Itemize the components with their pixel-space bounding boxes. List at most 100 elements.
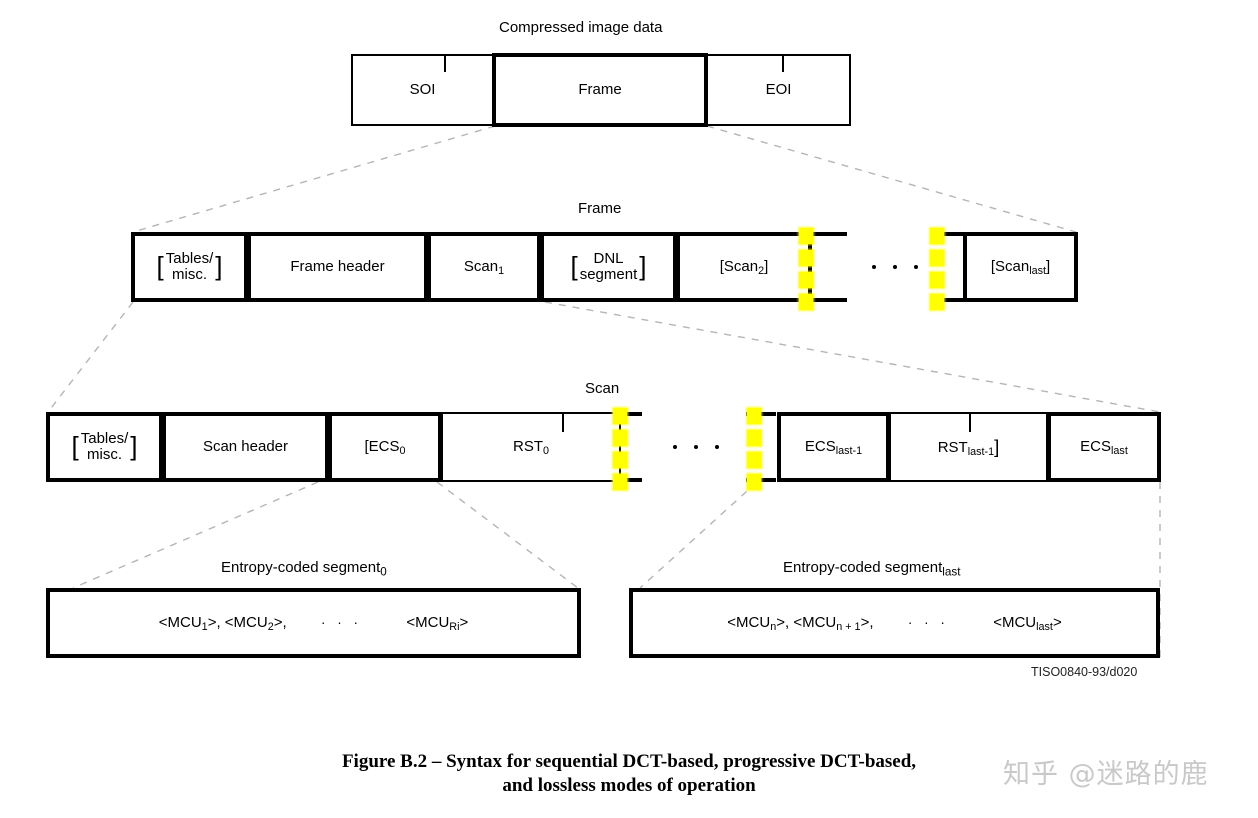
cell-frame-scan-2-sub: 2 (758, 265, 765, 278)
cell-frame[interactable]: Frame (492, 53, 708, 127)
entropy-coded-segment-last-box[interactable]: <MCUn>, <MCUn + 1>, · · · <MCUlast> (629, 588, 1160, 658)
level-title-scan: Scan (585, 380, 620, 397)
cell-scan-tables-misc-label: [ Tables/ misc. ] (72, 431, 138, 462)
close-bracket: ] (639, 251, 647, 282)
figure-caption: Figure B.2 – Syntax for sequential DCT-b… (0, 750, 1258, 799)
cell-frame-tables-misc-line2: misc. (172, 266, 207, 283)
cell-scan-rst-0-sub: 0 (542, 445, 549, 458)
cell-frame-scan-last-sub: last (1029, 265, 1046, 278)
cell-frame-tables-misc-label: [ Tables/ misc. ] (157, 251, 223, 282)
cell-scan-rst-last-1-sub: last-1 (967, 446, 995, 459)
segment-0-title: Entropy-coded segment (221, 559, 381, 576)
segment-last-title-sub: last (942, 565, 961, 579)
cell-frame-tables-misc[interactable]: [ Tables/ misc. ] (131, 232, 248, 302)
mcu-part-1-3: <MCU (993, 614, 1037, 632)
cell-scan-ecs-last[interactable]: ECSlast (1047, 412, 1161, 482)
cell-scan-rst-last-1[interactable]: RSTlast-1] (889, 412, 1048, 482)
segment-0-title-sub: 0 (380, 565, 387, 579)
mcu-part-0-0-sub: 1 (201, 621, 208, 634)
tick-soi (444, 56, 446, 72)
cell-scan-rst-0-label: RST (512, 438, 543, 456)
cell-scan-ecs-last-1-label: ECS (804, 438, 836, 456)
cell-scan-ecs-last-sub: last (1111, 445, 1128, 458)
cell-frame-label: Frame (578, 81, 622, 99)
mcu-part-1-1: <MCU (793, 614, 837, 632)
open-bracket: [ (570, 251, 578, 282)
entropy-coded-segment-last-content: <MCUn>, <MCUn + 1>, · · · <MCUlast> (727, 614, 1062, 634)
level-title-frame: Frame (578, 200, 622, 217)
cell-scan-tables-misc[interactable]: [ Tables/ misc. ] (46, 412, 163, 482)
mcu-part-1-0-sub: n (770, 621, 777, 634)
cell-scan-ecs-0[interactable]: [ECS0 (328, 412, 442, 482)
zhihu-watermark: 知乎 @迷路的鹿 (1003, 759, 1209, 790)
cell-scan-ecs-0-sub: 0 (399, 445, 406, 458)
segment-last-title: Entropy-coded segment (783, 559, 943, 576)
cell-scan-rst-last-1-suffix: ] (994, 436, 1000, 458)
cell-frame-dnl-segment[interactable]: [ DNL segment ] (540, 232, 677, 302)
mcu-part-1-0: <MCU (727, 614, 771, 632)
mcu-part-1-0-suffix: >, (776, 614, 794, 632)
scan-bar: [ Tables/ misc. ] Scan header [ECS0 RST0 (46, 412, 1161, 482)
cell-frame-header[interactable]: Frame header (247, 232, 428, 302)
mcu-part-1-3-suffix: > (1052, 614, 1062, 632)
cell-scan-ecs-last-1[interactable]: ECSlast-1 (777, 412, 890, 482)
mcu-ellipsis-last: · · · (907, 615, 949, 631)
cell-frame-scan-last-suffix: ] (1046, 258, 1051, 276)
compressed-image-data-bar: SOI Frame EOI (351, 53, 851, 127)
tick-eoi (782, 56, 784, 72)
cell-frame-scan-1-label: Scan (463, 258, 499, 276)
entropy-coded-segment-0-box[interactable]: <MCU1>, <MCU2>, · · · <MCURi> (46, 588, 581, 658)
tick-rst-last-1 (969, 414, 971, 432)
figure-id-code: TISO0840-93/d020 (1031, 665, 1138, 679)
segment-last-title-group: Entropy-coded segmentlast (783, 559, 961, 579)
mcu-part-0-3-sub: Ri (449, 621, 460, 634)
cell-scan-ecs-last-1-sub: last-1 (835, 445, 863, 458)
cell-frame-scan-2-suffix: ] (764, 258, 769, 276)
mcu-part-0-0-suffix: >, (207, 614, 225, 632)
cell-eoi[interactable]: EOI (706, 54, 851, 126)
cell-scan-header-label: Scan header (202, 438, 289, 456)
cell-frame-dnl-segment-label: [ DNL segment ] (570, 251, 646, 282)
cell-soi-label: SOI (409, 81, 436, 99)
frame-continuation-right (931, 232, 966, 302)
close-bracket: ] (130, 431, 138, 462)
cell-scan-header[interactable]: Scan header (162, 412, 329, 482)
figure-caption-line-2: and lossless modes of operation (502, 775, 756, 797)
cell-frame-scan-2-label: [Scan (719, 258, 759, 276)
cell-scan-ecs-0-label: [ECS (364, 438, 400, 456)
scan-continuation-right (746, 412, 776, 482)
open-bracket: [ (156, 251, 164, 282)
mcu-part-0-1: <MCU (224, 614, 268, 632)
scan-continuation-left (620, 412, 642, 482)
close-bracket: ] (215, 251, 223, 282)
cell-scan-tables-misc-line2: misc. (87, 446, 122, 463)
figure-caption-line-1: Figure B.2 – Syntax for sequential DCT-b… (341, 751, 917, 772)
mcu-part-1-1-suffix: >, (860, 614, 878, 632)
mcu-part-0-3-suffix: > (459, 614, 469, 632)
cell-frame-scan-last-label: [Scan (990, 258, 1030, 276)
tick-rst-0 (562, 414, 564, 432)
mcu-part-0-1-sub: 2 (267, 621, 274, 634)
frame-bar: [ Tables/ misc. ] Frame header Scan1 [ (131, 232, 1078, 302)
mcu-part-0-0: <MCU (158, 614, 202, 632)
cell-frame-scan-1-sub: 1 (498, 265, 505, 278)
mcu-part-1-1-sub: n + 1 (836, 621, 861, 634)
frame-ellipsis-dots (872, 265, 918, 269)
cell-frame-scan-2[interactable]: [Scan2] (676, 232, 812, 302)
scan-ellipsis-dots (673, 445, 719, 449)
cell-frame-scan-last[interactable]: [Scanlast] (963, 232, 1078, 302)
cell-frame-tables-misc-line1: Tables/ (165, 250, 214, 268)
mcu-ellipsis-0: · · · (321, 615, 363, 631)
cell-frame-header-label: Frame header (290, 258, 385, 276)
cell-soi[interactable]: SOI (351, 54, 494, 126)
frame-continuation-left (812, 232, 847, 302)
cell-frame-scan-1[interactable]: Scan1 (427, 232, 541, 302)
mcu-part-0-3: <MCU (406, 614, 450, 632)
cell-frame-dnl-line2: segment (579, 266, 638, 283)
mcu-part-1-3-sub: last (1036, 621, 1053, 634)
open-bracket: [ (71, 431, 79, 462)
mcu-part-0-1-suffix: >, (273, 614, 291, 632)
cell-scan-rst-last-1-label: RST (937, 439, 968, 457)
cell-scan-rst-0[interactable]: RST0 (441, 412, 621, 482)
